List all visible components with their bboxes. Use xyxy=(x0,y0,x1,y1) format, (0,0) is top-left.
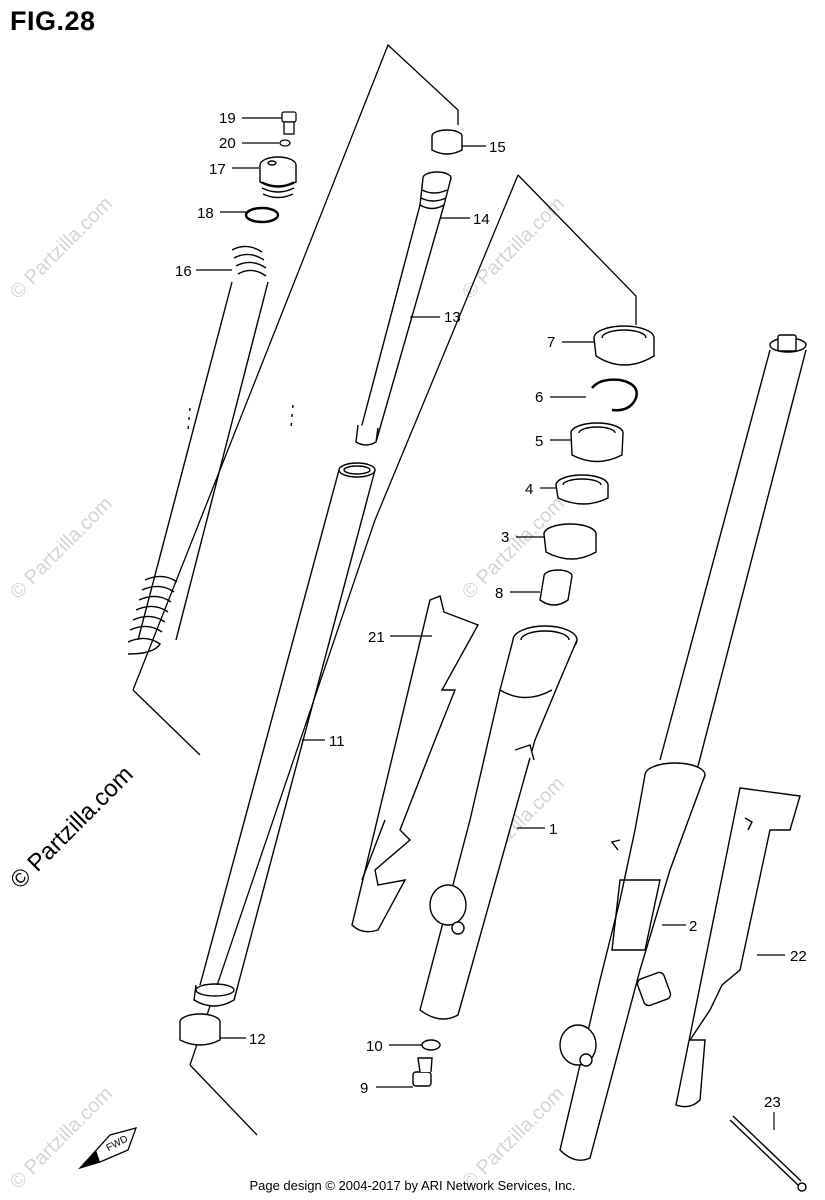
callout-6[interactable]: 6 xyxy=(535,389,543,406)
watermark-layer: © Partzilla.com © Partzilla.com © Partzi… xyxy=(5,193,569,1194)
callout-14[interactable]: 14 xyxy=(473,211,490,228)
callout-18[interactable]: 18 xyxy=(197,205,214,222)
o-ring-18 xyxy=(244,206,280,224)
bushing-12 xyxy=(179,1013,221,1046)
leader-lines xyxy=(196,117,785,1130)
callout-21[interactable]: 21 xyxy=(368,629,385,646)
watermark-faint: © Partzilla.com xyxy=(6,1083,117,1194)
callout-4[interactable]: 4 xyxy=(525,481,533,498)
watermark-main: © Partzilla.com xyxy=(5,761,138,894)
watermark-faint: © Partzilla.com xyxy=(458,1083,569,1194)
oil-seal-retainer-4 xyxy=(555,474,609,505)
callout-11[interactable]: 11 xyxy=(329,733,345,750)
fork-guard-21 xyxy=(351,595,480,933)
callout-15[interactable]: 15 xyxy=(489,139,506,156)
cable-tie-23 xyxy=(729,1115,807,1192)
callout-12[interactable]: 12 xyxy=(249,1031,266,1048)
callout-7[interactable]: 7 xyxy=(547,334,555,351)
callout-13[interactable]: 13 xyxy=(444,309,461,326)
bushing-3 xyxy=(543,523,597,560)
callout-16[interactable]: 16 xyxy=(175,263,192,280)
callout-19[interactable]: 19 xyxy=(219,110,236,127)
stopper-ring-6 xyxy=(591,378,638,412)
figure-title: FIG.28 xyxy=(10,6,96,36)
o-ring-20 xyxy=(279,139,291,147)
dust-seal-7 xyxy=(593,325,655,366)
gasket-10 xyxy=(421,1039,441,1051)
forward-direction-arrow: FWD xyxy=(77,1127,138,1170)
callout-5[interactable]: 5 xyxy=(535,433,543,450)
watermark-faint: © Partzilla.com xyxy=(6,493,117,604)
inner-tube-11 xyxy=(193,462,376,1007)
oil-seal-5 xyxy=(570,422,624,463)
damper-rod-13 xyxy=(355,171,452,446)
page-footer: Page design © 2004-2017 by ARI Network S… xyxy=(249,1178,576,1193)
fork-spring-16 xyxy=(127,245,294,655)
callout-20[interactable]: 20 xyxy=(219,135,236,152)
callout-9[interactable]: 9 xyxy=(360,1080,368,1097)
callout-1[interactable]: 1 xyxy=(549,821,557,838)
assembly-outline xyxy=(132,43,637,1136)
fork-guard-22 xyxy=(675,787,801,1108)
callout-3[interactable]: 3 xyxy=(501,529,509,546)
damper-rod-bolt-9 xyxy=(412,1057,433,1087)
watermark-faint: © Partzilla.com xyxy=(6,193,117,304)
bushing-15 xyxy=(431,129,463,155)
oil-lock-piece-8 xyxy=(539,569,573,606)
callout-10[interactable]: 10 xyxy=(366,1038,383,1055)
fork-cap-bolt-17 xyxy=(259,156,297,199)
fork-assembly-2 xyxy=(559,334,807,1161)
callout-17[interactable]: 17 xyxy=(209,161,226,178)
callout-labels: 19 20 17 18 16 15 14 13 7 6 5 4 3 8 21 1… xyxy=(175,110,807,1111)
bolt-19 xyxy=(281,111,297,135)
callout-8[interactable]: 8 xyxy=(495,585,503,602)
callout-2[interactable]: 2 xyxy=(689,918,697,935)
callout-22[interactable]: 22 xyxy=(790,948,807,965)
outer-tube-1 xyxy=(419,625,578,1020)
callout-23[interactable]: 23 xyxy=(764,1094,781,1111)
